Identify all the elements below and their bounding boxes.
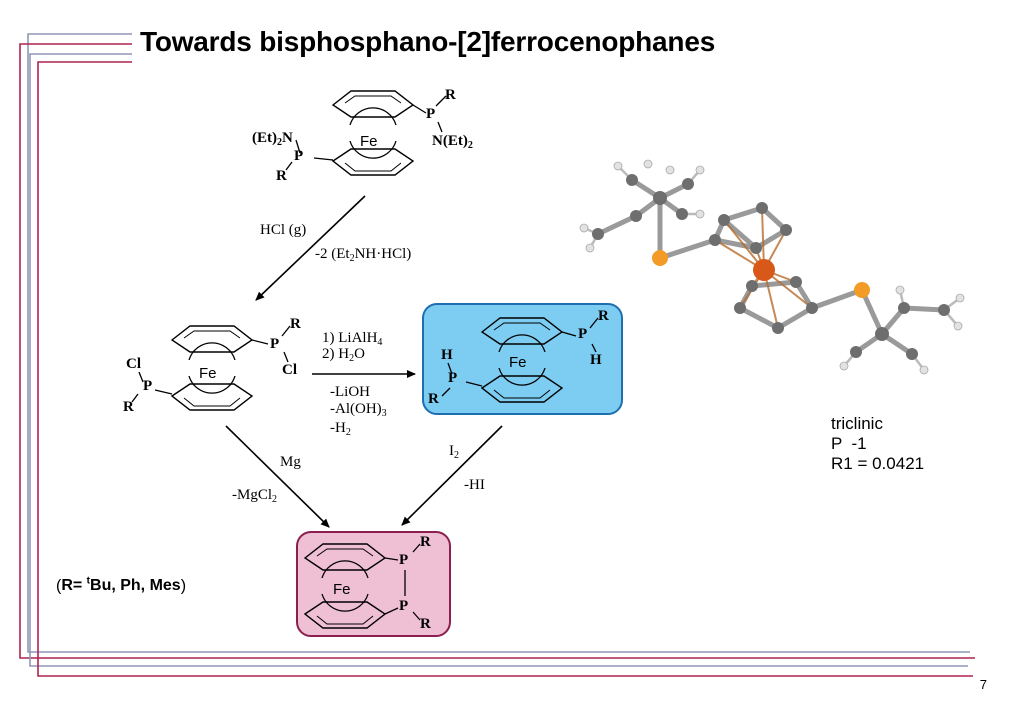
step2-reagent-1: 1) LiAlH4: [322, 330, 383, 348]
dichloro-fe: Fe: [199, 365, 217, 382]
step3-reagent: Mg: [280, 454, 301, 470]
start-left-amine: (Et)2N: [252, 130, 293, 148]
start-left-p: P: [294, 148, 304, 164]
start-right-r: R: [445, 87, 456, 103]
crystal-data: triclinic P -1 R1 = 0.0421: [831, 414, 924, 474]
crystal-system: triclinic: [831, 414, 883, 433]
product-highlight-box: [296, 531, 451, 637]
r-group-definition: (R= tBu, Ph, Mes): [56, 576, 187, 595]
start-left-r: R: [276, 168, 287, 184]
dihydro-left-p: P: [448, 370, 458, 386]
dihydro-left-h: H: [441, 347, 453, 363]
step2-byproduct-3: -H2: [330, 420, 351, 438]
step2-byproduct-1: -LiOH: [330, 384, 370, 400]
dichloro-right-cl: Cl: [282, 362, 297, 378]
product-bottom-p: P: [399, 598, 409, 614]
step1-reagent: HCl (g): [260, 222, 307, 238]
step2-byproduct-2: -Al(OH)3: [330, 401, 387, 419]
crystal-structure-image: [579, 159, 965, 375]
product-top-p: P: [399, 552, 409, 568]
start-right-p: P: [426, 106, 436, 122]
dichloro-right-r: R: [290, 316, 301, 332]
dichloro-right-p: P: [270, 336, 280, 352]
step2-reagent-2: 2) H2O: [322, 346, 365, 364]
dihydro-fe: Fe: [509, 354, 527, 371]
product-top-r: R: [420, 534, 431, 550]
dichloro-left-r: R: [123, 399, 134, 415]
start-fe: Fe: [360, 133, 378, 150]
slide-title: Towards bisphosphano-[2]ferrocenophanes: [140, 26, 716, 57]
dihydro-right-r: R: [598, 308, 609, 324]
dichloro-left-cl: Cl: [126, 356, 141, 372]
product-fe: Fe: [333, 581, 351, 598]
page-number: 7: [979, 677, 987, 692]
step3-byproduct: -MgCl2: [232, 487, 278, 505]
step4-byproduct: -HI: [464, 477, 485, 493]
product-bottom-r: R: [420, 616, 431, 632]
space-group: P -1: [831, 434, 867, 453]
dihydro-left-r: R: [428, 391, 439, 407]
dihydro-right-h: H: [590, 352, 602, 368]
r1-value: R1 = 0.0421: [831, 454, 925, 473]
dichloro-left-p: P: [143, 378, 153, 394]
step4-reagent: I2: [449, 443, 459, 461]
step1-byproduct: -2 (Et2NH·HCl): [315, 246, 412, 264]
start-right-amine: N(Et)2: [432, 133, 473, 151]
dihydro-right-p: P: [578, 326, 588, 342]
